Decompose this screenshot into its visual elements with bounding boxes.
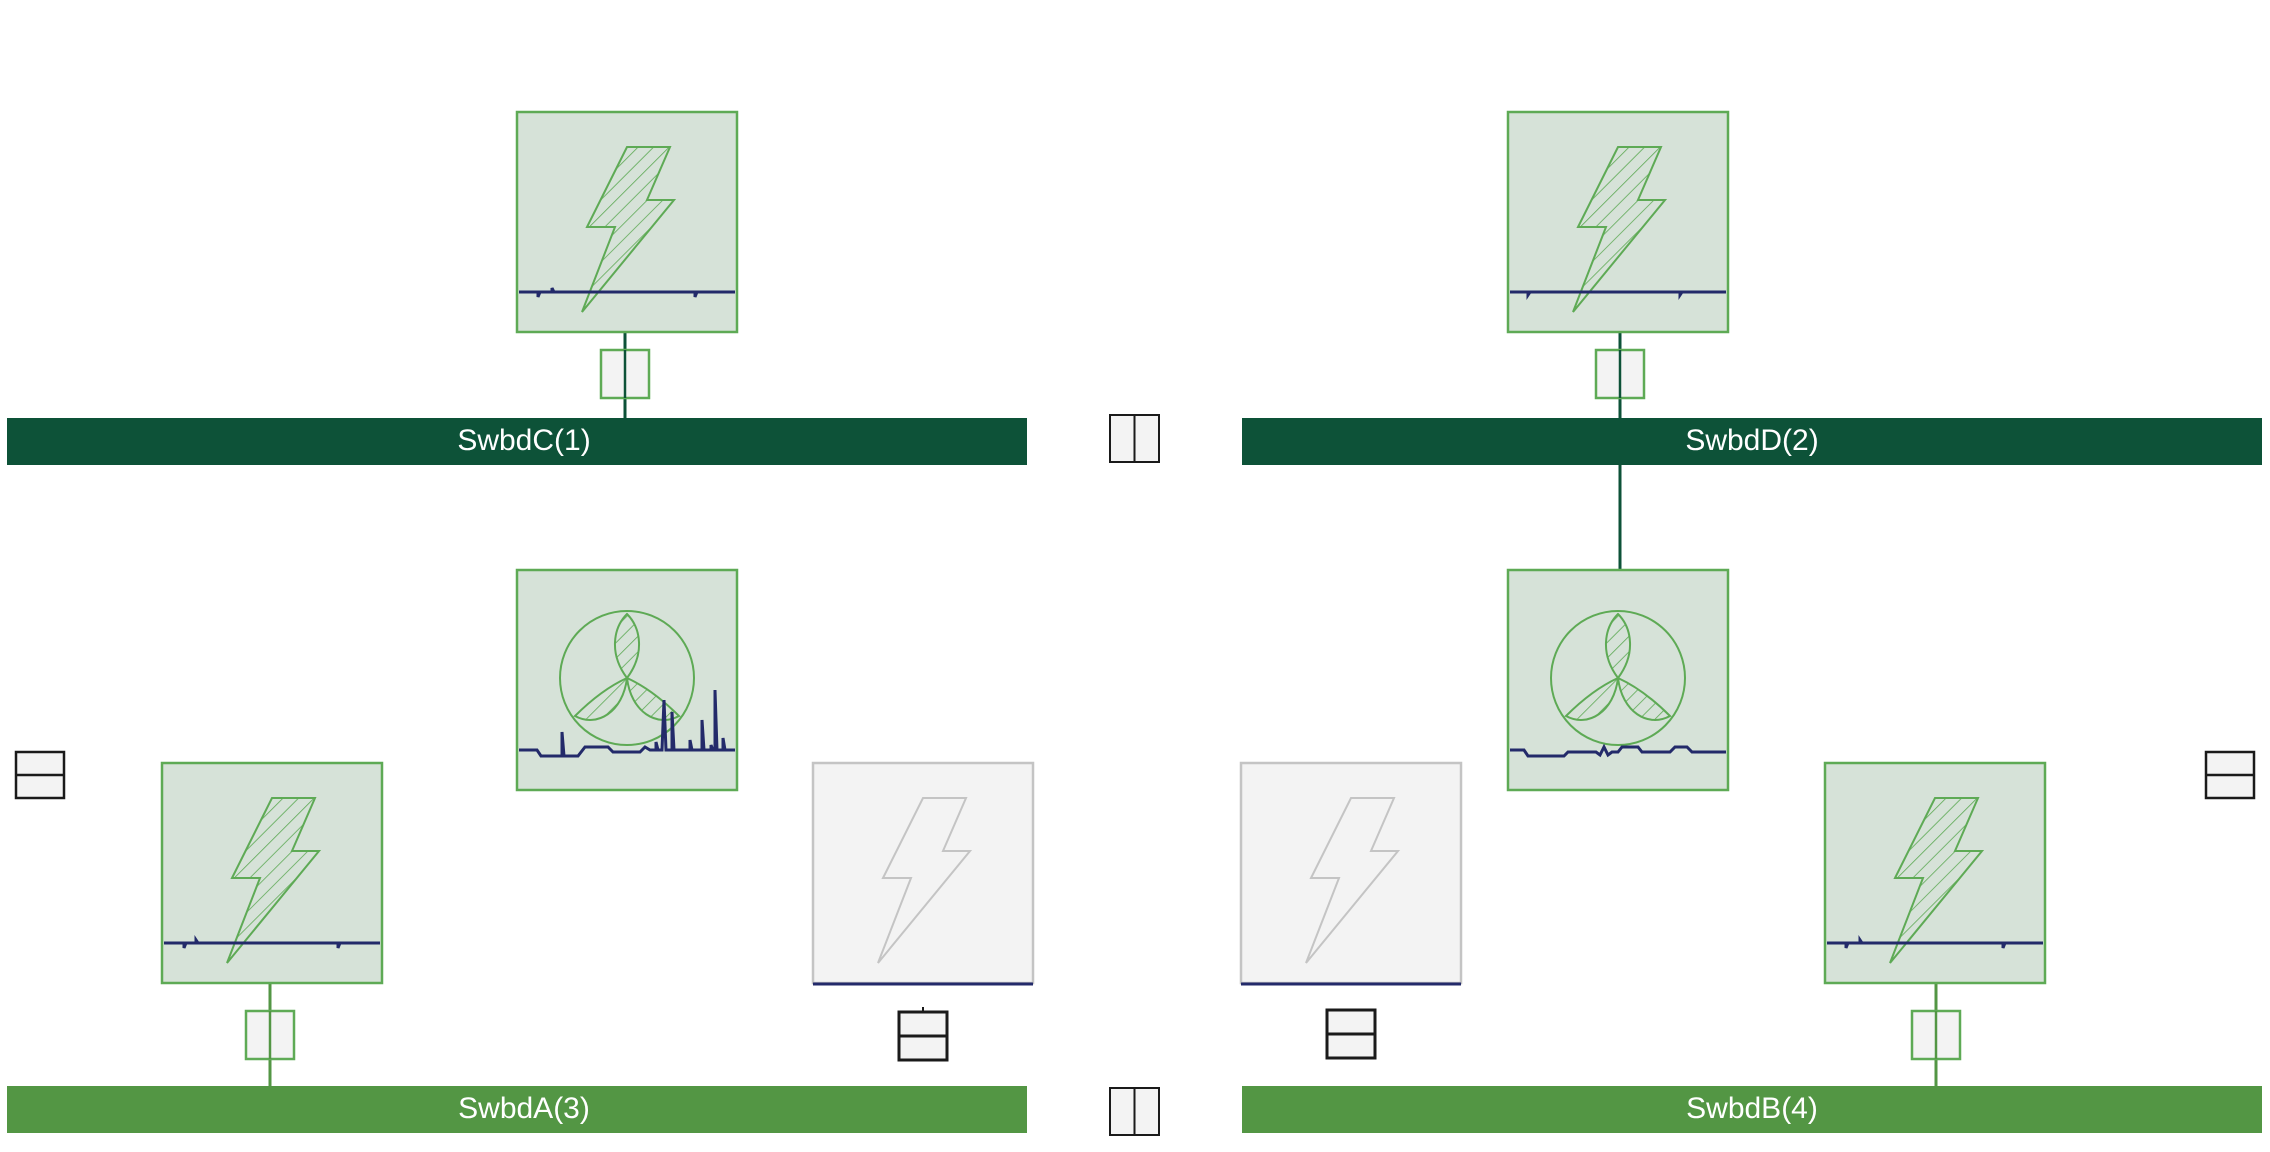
trend-trace [1827, 935, 2043, 949]
tie-breaker-cd[interactable] [1109, 414, 1160, 463]
bus-label: SwbdB(4) [1686, 1092, 1818, 1125]
bus-label: SwbdD(2) [1685, 424, 1818, 457]
trend-trace [1510, 743, 1726, 758]
bus-label: SwbdC(1) [457, 424, 590, 457]
trend-trace [164, 935, 380, 949]
tie-breaker-ab[interactable] [1109, 1087, 1160, 1136]
breaker-left-edge[interactable] [14, 750, 66, 800]
bus-swbd-a[interactable]: SwbdA(3) [7, 1086, 1027, 1133]
bus-bar[interactable] [7, 1086, 1027, 1133]
breaker-gen-b[interactable] [1910, 1009, 1962, 1061]
trend-trace [519, 287, 735, 298]
bus-swbd-b[interactable]: SwbdB(4) [1242, 1086, 2262, 1133]
breaker-gen-d[interactable] [1594, 348, 1646, 400]
bus-bar[interactable] [7, 418, 1027, 465]
fan-load-tile-right[interactable] [1506, 568, 1730, 792]
breaker-right-edge[interactable] [2204, 750, 2256, 800]
fan-load-tile-left[interactable] [515, 568, 739, 792]
bus-bar[interactable] [1242, 418, 2262, 465]
trend-trace [1510, 290, 1726, 300]
bus-swbd-c[interactable]: SwbdC(1) [7, 418, 1027, 465]
generator-tile-right-off[interactable] [1239, 761, 1463, 986]
generator-tile-left-off[interactable] [811, 761, 1035, 986]
breaker-left-off[interactable] [897, 1007, 949, 1062]
breaker-right-off[interactable] [1325, 1008, 1377, 1060]
breaker-gen-c[interactable] [599, 348, 651, 400]
trend-trace [519, 689, 735, 758]
generator-tile-b[interactable] [1823, 761, 2047, 985]
breaker-gen-a[interactable] [244, 1009, 296, 1061]
bus-label: SwbdA(3) [458, 1092, 590, 1125]
generator-tile-d[interactable] [1506, 110, 1730, 334]
bus-swbd-d[interactable]: SwbdD(2) [1242, 418, 2262, 465]
generator-tile-c[interactable] [515, 110, 739, 334]
bus-bar[interactable] [1242, 1086, 2262, 1133]
generator-tile-a[interactable] [160, 761, 384, 985]
